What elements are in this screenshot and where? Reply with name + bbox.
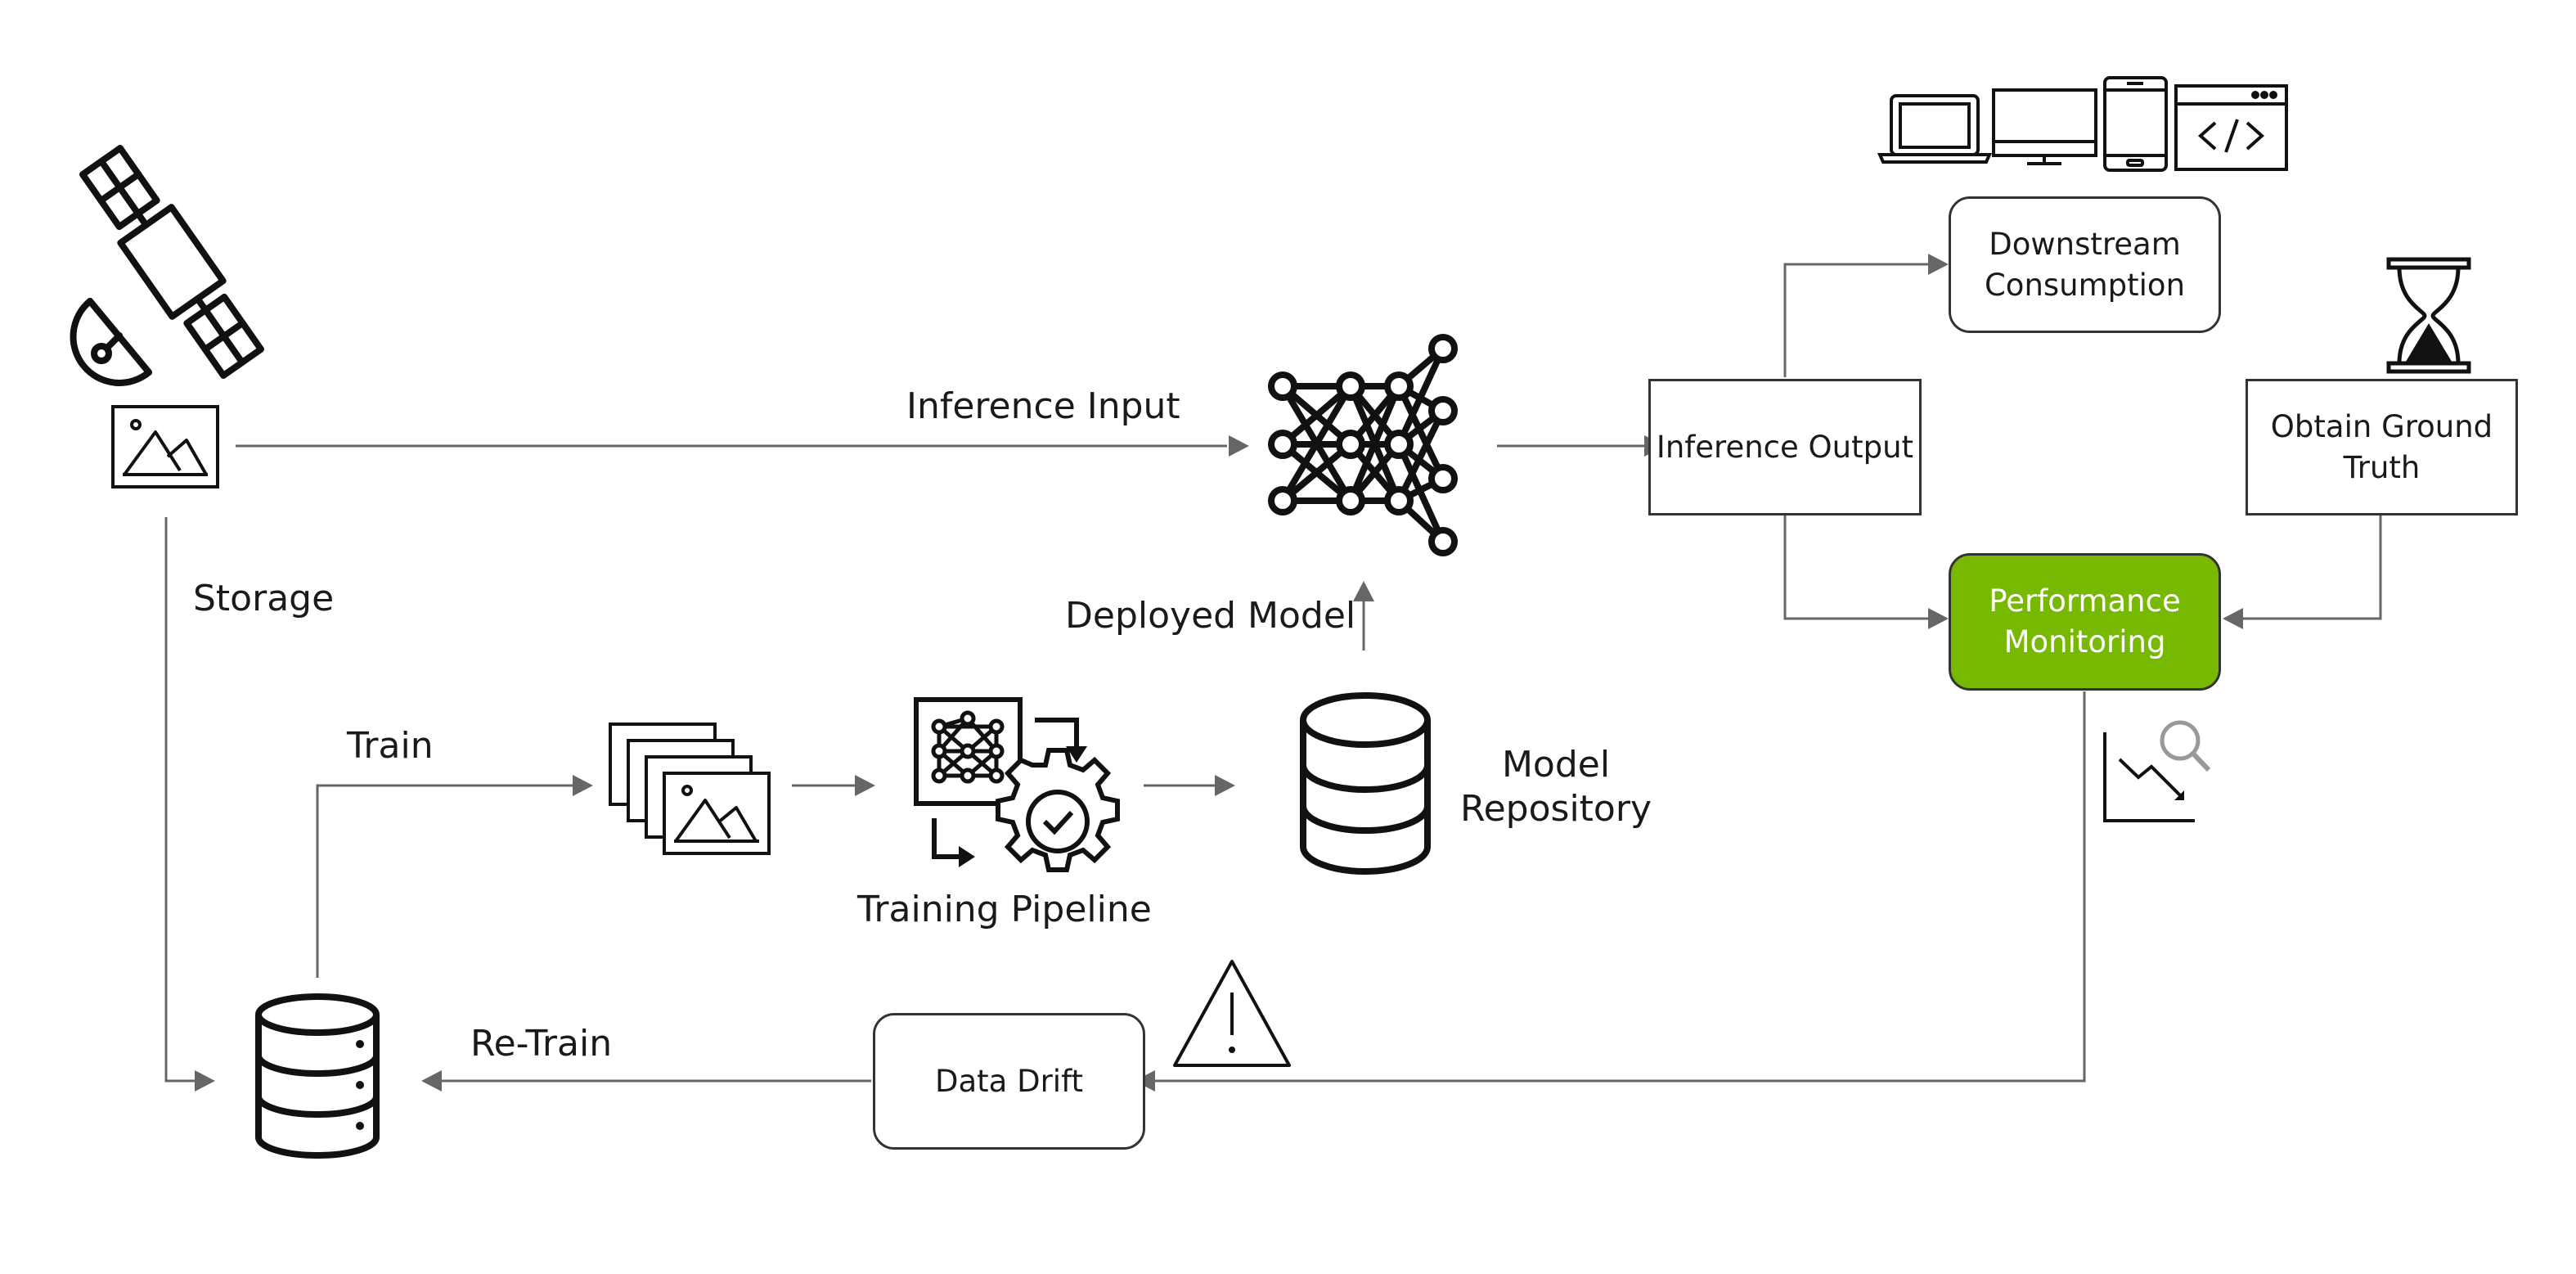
re-train-label: Re-Train: [470, 1023, 613, 1065]
arrowhead: [1928, 608, 1949, 629]
image-stack-icon: [609, 723, 771, 855]
training-pipeline-icon: [914, 697, 1120, 872]
ground-truth-line1: Obtain Ground: [2270, 408, 2493, 444]
arrowhead: [573, 775, 593, 796]
arrowhead: [1229, 435, 1249, 457]
output-to-monitoring-arrow: [1783, 515, 1931, 620]
inference-output-label: Inference Output: [1656, 429, 1914, 465]
downstream-line2: Consumption: [1984, 267, 2186, 303]
performance-line2: Monitoring: [2003, 624, 2166, 660]
satellite-icon: [70, 145, 264, 386]
data-drift-box[interactable]: Data Drift: [873, 1013, 1145, 1150]
laptop-icon: [1877, 94, 1993, 164]
connectors: [164, 263, 2382, 1083]
inference-output-box[interactable]: Inference Output: [1648, 379, 1922, 515]
arrowheads: [195, 254, 2243, 1092]
monitoring-to-datadrift-arrow: [1153, 691, 2086, 1083]
data-drift-label: Data Drift: [935, 1063, 1083, 1099]
train-label: Train: [347, 725, 434, 767]
warning-icon: [1173, 960, 1291, 1067]
downstream-line1: Downstream: [1989, 226, 2181, 262]
arrowhead: [1353, 581, 1374, 601]
output-to-downstream-arrow: [1783, 263, 1931, 377]
monitor-icon: [1992, 88, 2097, 165]
obtain-ground-truth-box[interactable]: Obtain Ground Truth: [2246, 379, 2518, 515]
inference-input-label: Inference Input: [906, 385, 1180, 427]
arrowhead: [2223, 608, 2243, 629]
hourglass-icon: [2386, 257, 2471, 374]
storage-label: Storage: [193, 578, 335, 619]
phone-icon: [2103, 76, 2168, 172]
groundtruth-to-monitoring-arrow: [2241, 515, 2382, 620]
ground-truth-line2: Truth: [2343, 449, 2421, 485]
model-repository-line2: Repository: [1460, 788, 1652, 830]
neural-network-icon: [1268, 334, 1458, 556]
arrowhead: [421, 1070, 442, 1092]
arrowhead: [855, 775, 875, 796]
train-arrow: [316, 784, 577, 978]
storage-arrow: [164, 517, 205, 1083]
storage-database-icon: [255, 993, 380, 1159]
training-pipeline-label: Training Pipeline: [857, 889, 1152, 930]
deployed-model-label: Deployed Model: [1065, 595, 1356, 637]
code-window-icon: [2174, 84, 2288, 171]
performance-line1: Performance: [1989, 583, 2181, 619]
arrowhead: [195, 1070, 215, 1092]
database-icon: [1300, 692, 1431, 875]
performance-monitoring-box[interactable]: Performance Monitoring: [1949, 553, 2221, 691]
arrowhead: [1215, 775, 1235, 796]
chart-search-icon: [2103, 720, 2211, 822]
arrowhead: [1928, 254, 1949, 275]
downstream-consumption-box[interactable]: Downstream Consumption: [1949, 196, 2221, 333]
model-repository-line1: Model: [1501, 744, 1611, 786]
model-repository-label: Model Repository: [1458, 743, 1654, 831]
image-icon: [111, 405, 219, 488]
